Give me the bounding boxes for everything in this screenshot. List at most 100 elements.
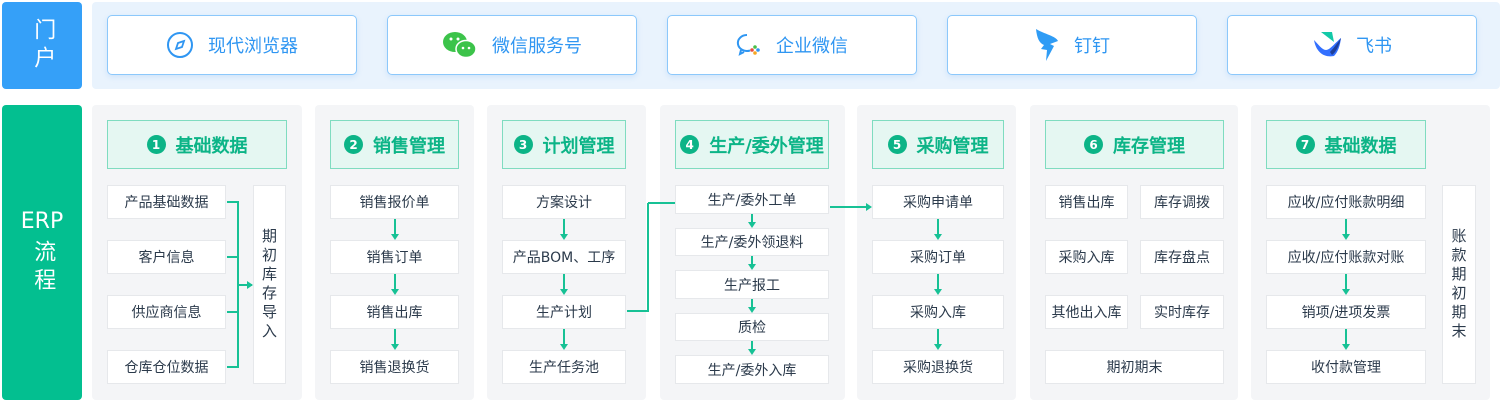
column-title: 库存管理 xyxy=(1113,135,1185,157)
side-summary-box[interactable]: 账款期初期末 xyxy=(1442,185,1476,384)
connector-line xyxy=(751,256,753,264)
connector-line xyxy=(227,311,239,313)
connector-line xyxy=(393,274,396,289)
column-title: 生产/委外管理 xyxy=(709,135,824,157)
column-header: 7 基础数据 xyxy=(1266,120,1426,169)
process-step[interactable]: 生产计划 xyxy=(502,295,626,329)
step-number-badge: 7 xyxy=(1295,135,1315,154)
connector-line xyxy=(648,202,675,204)
process-step[interactable]: 采购入库 xyxy=(1045,240,1128,274)
dingtalk-icon xyxy=(1034,28,1060,62)
connector-line xyxy=(227,366,239,368)
portal-button-label: 飞书 xyxy=(1356,36,1392,57)
process-step[interactable]: 应收/应付账款明细 xyxy=(1266,185,1426,219)
column-title: 销售管理 xyxy=(373,135,445,157)
wecom-icon xyxy=(736,32,762,58)
arrow-right-icon xyxy=(866,203,872,211)
process-step[interactable]: 实时库存 xyxy=(1140,295,1224,329)
process-step[interactable]: 其他出入库 xyxy=(1045,295,1128,329)
portal-label-text: 门户 xyxy=(30,17,56,74)
process-step[interactable]: 采购订单 xyxy=(872,240,1004,274)
connector-line xyxy=(751,299,753,307)
process-step[interactable]: 生产任务池 xyxy=(502,350,626,384)
connector-line xyxy=(393,219,396,234)
process-step[interactable]: 库存调拨 xyxy=(1140,185,1224,219)
portal-label: 门户 xyxy=(2,2,82,89)
connector-line xyxy=(1345,274,1347,289)
process-step[interactable]: 采购申请单 xyxy=(872,185,1004,219)
process-step[interactable]: 应收/应付账款对账 xyxy=(1266,240,1426,274)
step-number-badge: 2 xyxy=(344,135,363,154)
portal-button-3[interactable]: 企业微信 xyxy=(667,15,917,75)
column-title: 采购管理 xyxy=(916,135,989,157)
process-step[interactable]: 生产/委外领退料 xyxy=(675,228,829,256)
step-number-badge: 5 xyxy=(887,135,907,154)
wechat-icon xyxy=(442,30,478,60)
column-title: 计划管理 xyxy=(542,135,615,157)
process-step[interactable]: 仓库仓位数据 xyxy=(107,350,226,384)
connector-line xyxy=(830,206,866,208)
process-step[interactable]: 销售退换货 xyxy=(330,350,459,384)
process-step[interactable]: 销项/进项发票 xyxy=(1266,295,1426,329)
connector-line xyxy=(937,329,939,344)
process-step[interactable]: 期初期末 xyxy=(1045,350,1224,384)
process-step[interactable]: 质检 xyxy=(675,313,829,341)
portal-button-label: 钉钉 xyxy=(1074,36,1110,57)
step-number-badge: 4 xyxy=(680,135,700,154)
arrow-down-icon xyxy=(1342,234,1350,240)
arrow-down-icon xyxy=(748,222,756,228)
process-step[interactable]: 产品BOM、工序 xyxy=(502,240,626,274)
column-title: 基础数据 xyxy=(175,135,248,157)
column-header: 5 采购管理 xyxy=(872,120,1004,169)
arrow-down-icon xyxy=(390,289,399,295)
arrow-down-icon xyxy=(934,344,942,350)
arrow-down-icon xyxy=(560,234,568,240)
portal-button-4[interactable]: 钉钉 xyxy=(947,15,1197,75)
arrow-down-icon xyxy=(1342,289,1350,295)
arrow-down-icon xyxy=(1342,344,1350,350)
connector-line xyxy=(1345,329,1347,344)
process-step[interactable]: 方案设计 xyxy=(502,185,626,219)
portal-button-5[interactable]: 飞书 xyxy=(1227,15,1477,75)
process-step[interactable]: 采购退换货 xyxy=(872,350,1004,384)
column-header: 2 销售管理 xyxy=(330,120,459,169)
process-step[interactable]: 销售出库 xyxy=(1045,185,1128,219)
connector-line xyxy=(627,310,648,312)
feishu-icon xyxy=(1312,30,1342,60)
process-step[interactable]: 销售订单 xyxy=(330,240,459,274)
side-summary-box[interactable]: 期初库存导入 xyxy=(253,185,286,384)
step-number-badge: 3 xyxy=(513,135,533,154)
arrow-down-icon xyxy=(934,234,942,240)
portal-button-label: 现代浏览器 xyxy=(208,36,298,57)
connector-line xyxy=(227,201,239,203)
connector-line xyxy=(647,203,649,312)
process-step[interactable]: 客户信息 xyxy=(107,240,226,274)
column-title: 基础数据 xyxy=(1324,135,1397,157)
arrow-down-icon xyxy=(390,234,399,240)
column-header: 1 基础数据 xyxy=(107,120,287,169)
process-step[interactable]: 供应商信息 xyxy=(107,295,226,329)
connector-line xyxy=(563,219,565,234)
erp-label-line1: ERP xyxy=(20,209,64,235)
process-step[interactable]: 销售报价单 xyxy=(330,185,459,219)
process-step[interactable]: 产品基础数据 xyxy=(107,185,226,219)
process-step[interactable]: 销售出库 xyxy=(330,295,459,329)
process-step[interactable]: 采购入库 xyxy=(872,295,1004,329)
connector-line xyxy=(227,256,239,258)
step-number-badge: 1 xyxy=(146,135,166,154)
process-step[interactable]: 收付款管理 xyxy=(1266,350,1426,384)
arrow-down-icon xyxy=(934,289,942,295)
process-step[interactable]: 生产/委外入库 xyxy=(675,355,829,384)
portal-button-label: 企业微信 xyxy=(776,36,848,57)
portal-button-2[interactable]: 微信服务号 xyxy=(387,15,637,75)
process-step[interactable]: 生产/委外工单 xyxy=(675,185,829,214)
process-step[interactable]: 库存盘点 xyxy=(1140,240,1224,274)
process-step[interactable]: 生产报工 xyxy=(675,270,829,299)
connector-line xyxy=(937,274,939,289)
connector-line xyxy=(563,274,565,289)
portal-button-1[interactable]: 现代浏览器 xyxy=(107,15,357,75)
erp-label-line2: 流程 xyxy=(30,239,56,296)
arrow-down-icon xyxy=(560,344,568,350)
erp-label: ERP 流程 xyxy=(2,105,82,400)
column-header: 3 计划管理 xyxy=(502,120,626,169)
